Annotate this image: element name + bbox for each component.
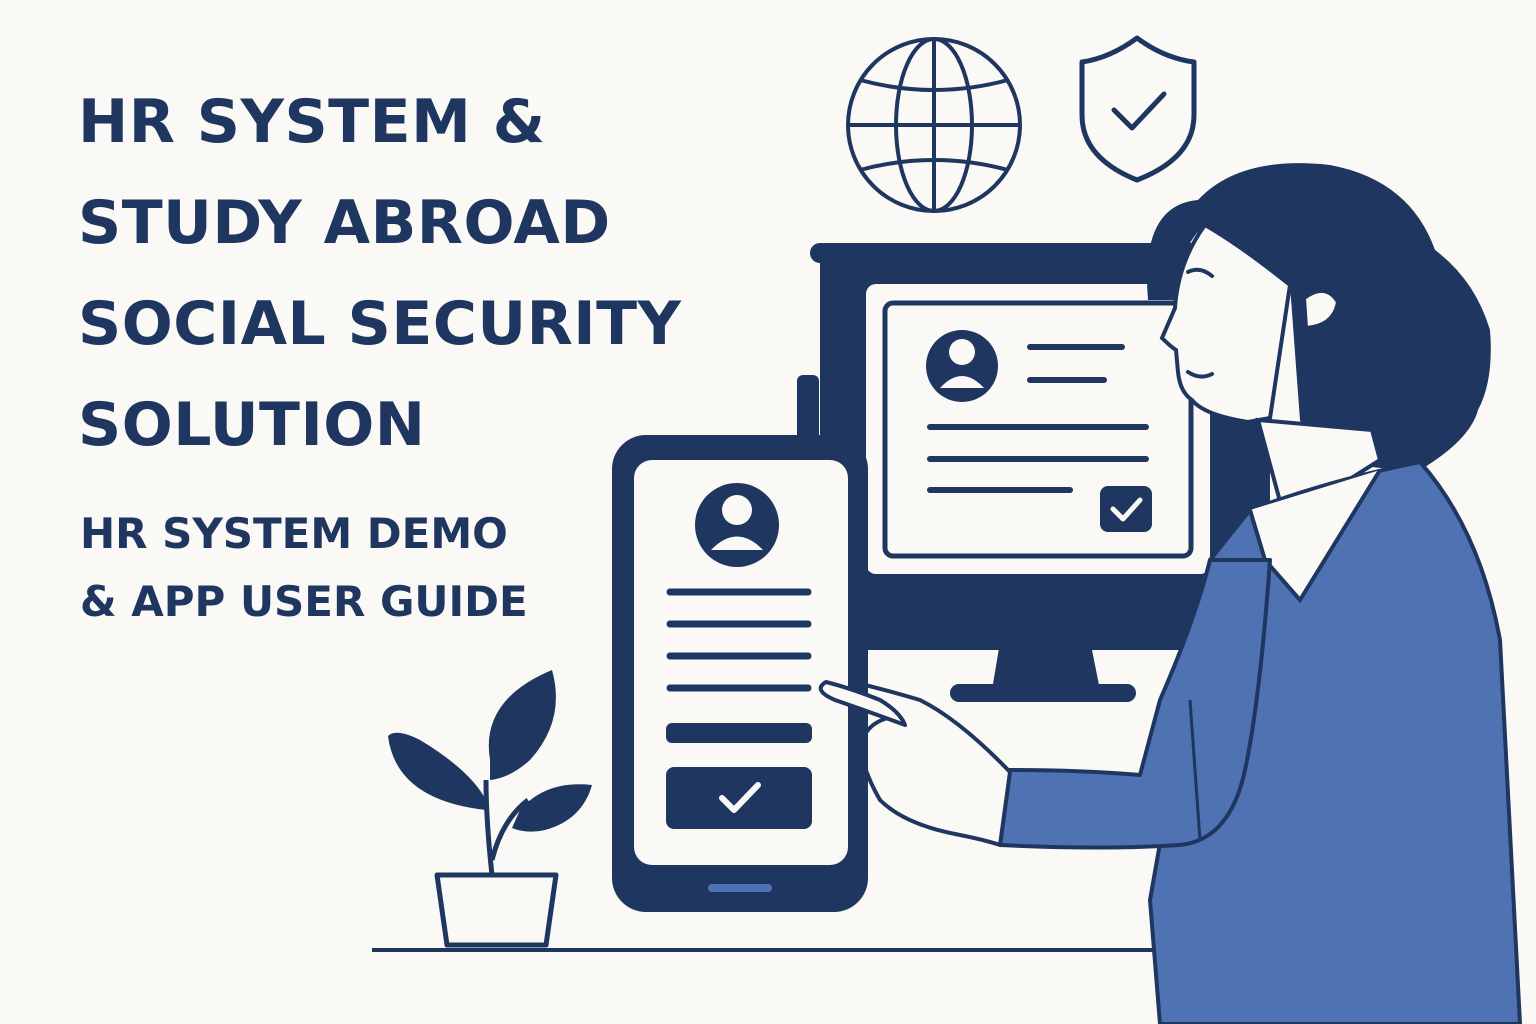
title-line-4: SOLUTION [78,390,426,460]
monitor-avatar-icon [926,330,998,402]
monitor-checkbox-icon [1100,486,1152,532]
title-line-2: STUDY ABROAD [78,188,611,258]
page-title: HR SYSTEM & STUDY ABROAD SOCIAL SECURITY… [78,72,682,476]
phone-avatar-icon [695,483,779,567]
title-line-3: SOCIAL SECURITY [78,289,682,359]
phone-confirm-checkmark-icon [666,767,812,829]
shield-check-icon [1079,35,1197,183]
globe-icon [846,37,1022,213]
woman-illustration [814,163,1523,1024]
plant-illustration [388,670,592,948]
phone-illustration [612,375,868,912]
title-line-1: HR SYSTEM & [78,87,546,157]
pointing-finger [818,680,907,727]
subtitle-line-1: HR SYSTEM DEMO [80,509,508,558]
page-subtitle: HR SYSTEM DEMO & APP USER GUIDE [80,500,528,636]
subtitle-line-2: & APP USER GUIDE [80,577,528,626]
